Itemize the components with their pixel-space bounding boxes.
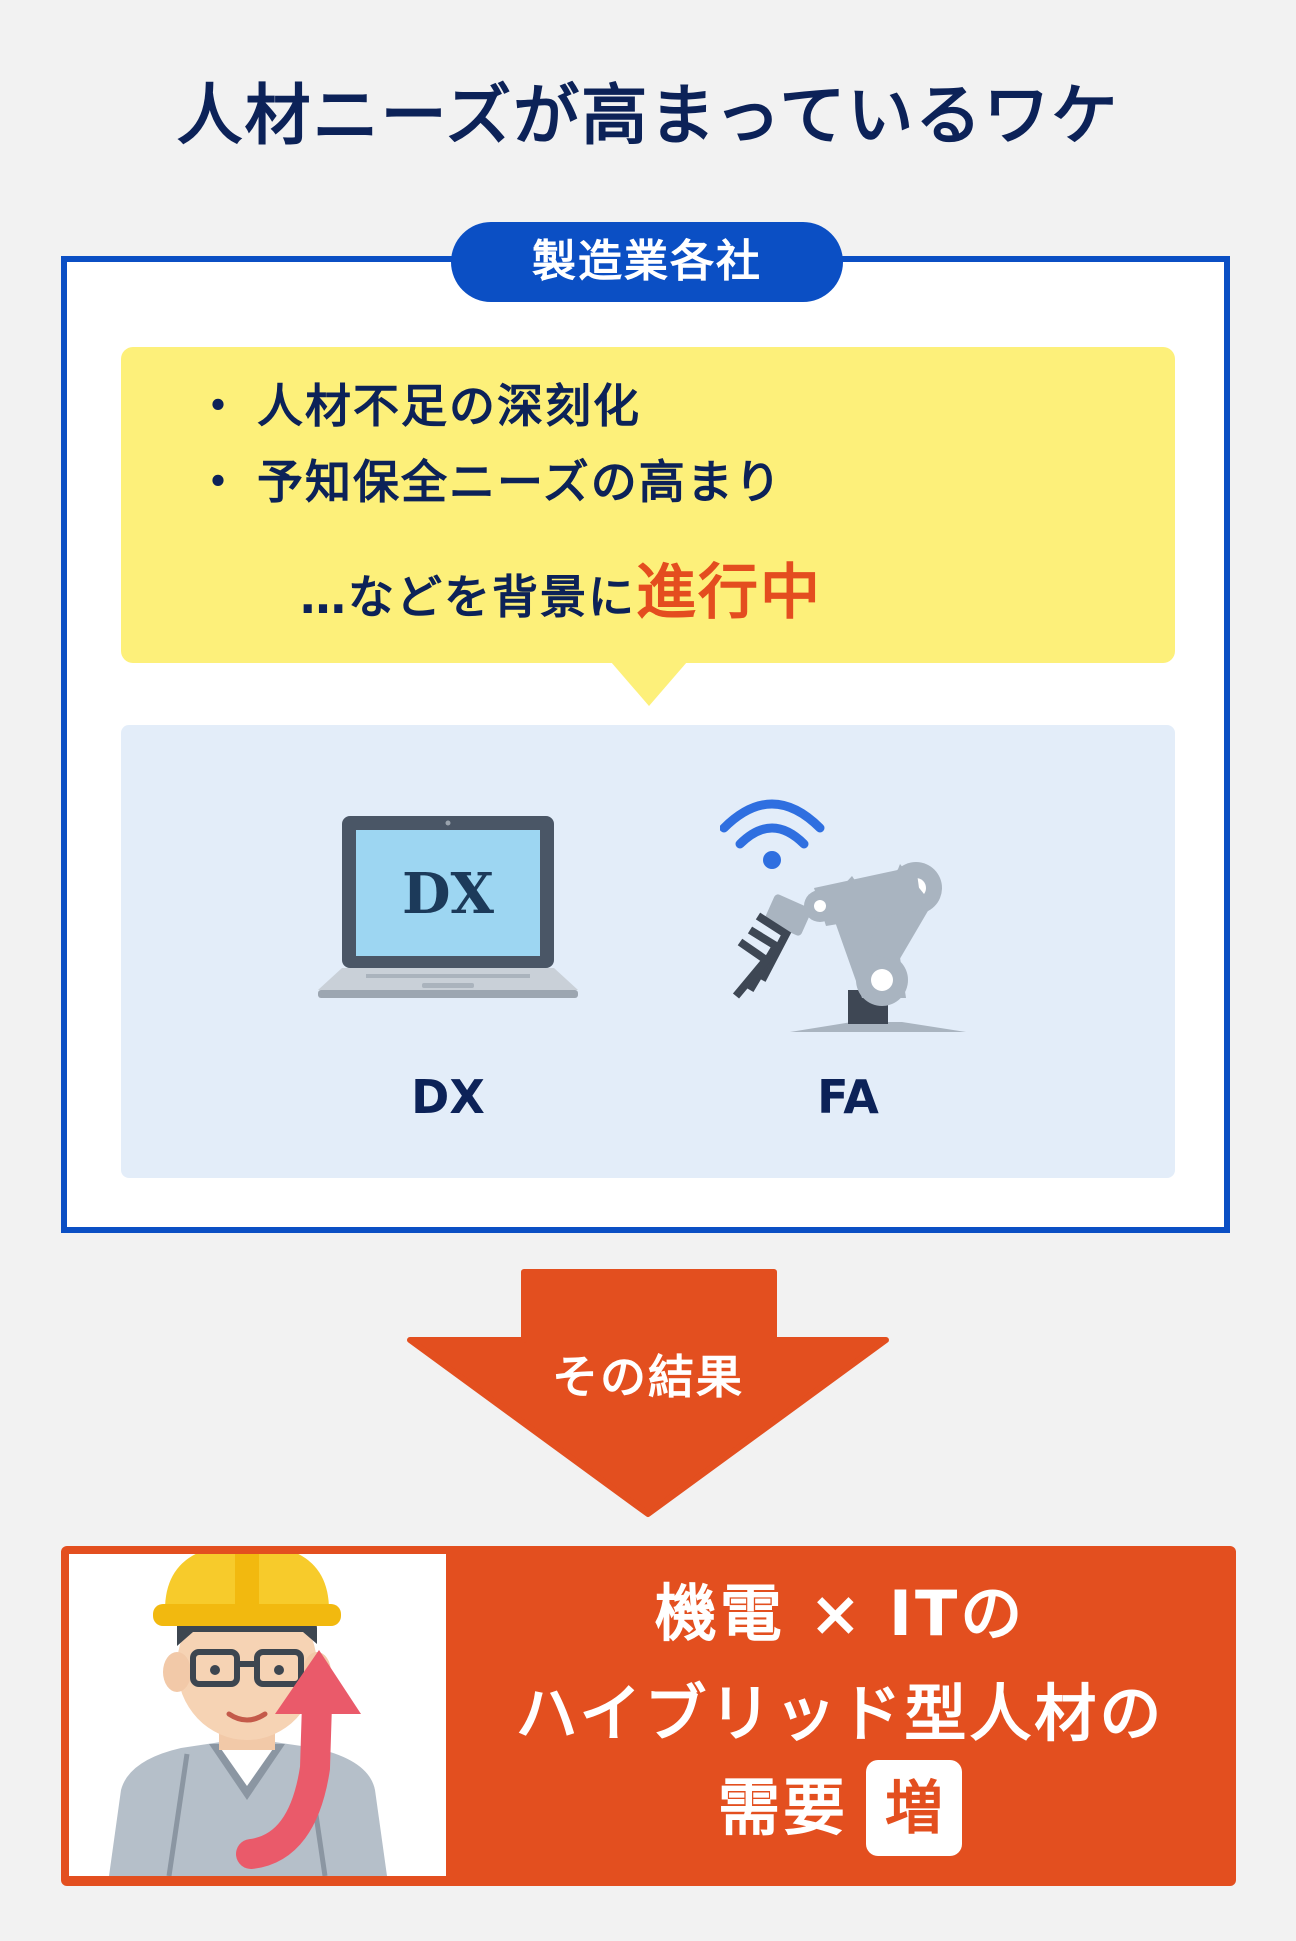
background-text: …などを背景に [300,570,636,624]
bullet-text: 人材不足の深刻化 [257,379,641,433]
laptop-icon: DX [318,816,578,998]
bullet-item: ・人材不足の深刻化 [195,376,641,436]
bullet-marker: ・ [195,455,243,509]
technology-box [121,725,1175,1178]
dx-label: DX [411,1070,485,1124]
speech-bubble [121,347,1175,663]
result-line-1: 機電 × ITの [654,1577,1026,1650]
bullet-marker: ・ [195,379,243,433]
down-arrow-icon [407,1269,889,1517]
result-line-2: ハイブリッド型人材の [515,1677,1165,1750]
worker-panel [69,1554,446,1876]
demand-text: 需要 [717,1771,848,1844]
arrow-label: その結果 [552,1350,744,1404]
bullet-item: ・予知保全ニーズの高まり [195,452,783,512]
increase-badge: 増 [866,1760,962,1856]
bullet-text: 予知保全ニーズの高まり [257,455,783,509]
fa-label: FA [817,1070,879,1124]
laptop-screen-text: DX [402,861,495,927]
robot-arm-icon [720,799,966,1032]
result-line-3: 需要増 [460,1760,1220,1856]
up-arrow-icon [236,1650,361,1869]
page-title: 人材ニーズが高まっているワケ [176,77,1120,154]
bubble-tail [611,662,687,706]
background-line: …などを背景に進行中 [300,558,822,632]
company-label: 製造業各社 [451,222,843,302]
highlight-text: 進行中 [636,558,822,628]
